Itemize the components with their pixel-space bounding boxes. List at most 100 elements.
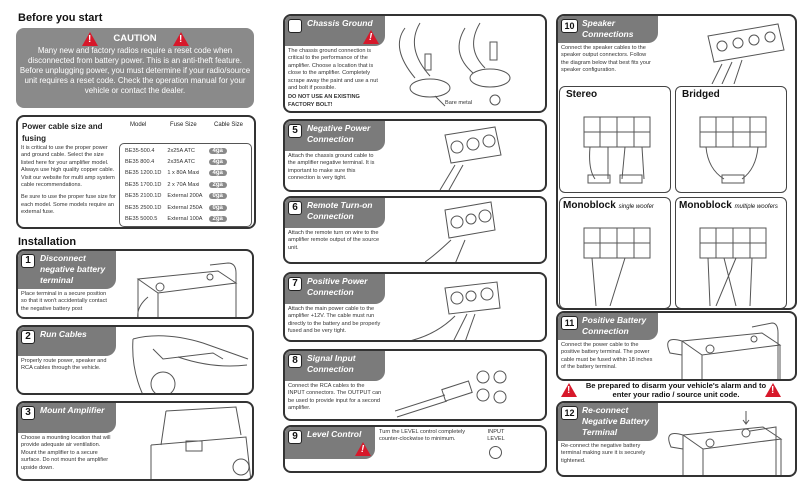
before-you-start-heading: Before you start [18, 12, 103, 24]
bridged-label: Bridged [682, 89, 720, 100]
step-6: 6 Remote Turn-on Connection Attach the re… [283, 196, 547, 264]
fuse: 2x35A ATC [167, 159, 195, 166]
step-title: Speaker Connections [582, 18, 634, 39]
terminal-block-illustration [439, 126, 502, 190]
step-title: Negative Power Connection [307, 123, 371, 144]
step-number: 11 [561, 316, 578, 330]
step-title: Run Cables [40, 329, 87, 339]
step-text: Connect the power cable to the positive … [561, 342, 653, 371]
step-10: 10 Speaker Connections Connect the speake… [556, 14, 797, 310]
speaker-terminal-illustration [707, 23, 785, 84]
warning-icon [82, 32, 98, 46]
gauge-badge: 4ga [208, 170, 227, 177]
terminal-block-illustration [425, 201, 496, 262]
step-column: 10 Speaker Connections Connect the speake… [558, 16, 658, 75]
multiple-woofers-label: multiple woofers [734, 204, 778, 210]
step-title: Remote Turn-on Connection [307, 200, 373, 221]
step-text: Attach the main power cable to the ampli… [288, 306, 381, 335]
step-title: Signal Input Connection [307, 353, 356, 374]
step-8: 8 Signal Input Connection Connect the RCA… [283, 349, 547, 421]
step-column: 11 Positive Battery Connection Connect th… [558, 313, 658, 372]
gauge-badge: 0ga [208, 204, 227, 211]
installation-heading: Installation [18, 236, 77, 248]
warning-icon [173, 32, 189, 46]
step-11: 11 Positive Battery Connection Connect th… [556, 311, 797, 381]
cable-text: It is critical to use the proper power a… [21, 145, 115, 189]
col-fuse: Fuse Size [170, 122, 197, 128]
ground-bolt-illustration [398, 22, 511, 107]
step-text: Connect the RCA cables to the INPUT conn… [288, 383, 382, 412]
single-woofer-label: single woofer [618, 204, 654, 210]
battery-illustration [136, 262, 238, 317]
col-cable: Cable Size [214, 122, 244, 128]
warning-icon [363, 30, 379, 44]
stereo-label: Stereo [566, 89, 598, 100]
step-number: 1 [21, 254, 35, 268]
step-text: Connect the speaker cables to the speake… [561, 45, 651, 74]
stereo-diagram: Stereo [559, 86, 671, 193]
step-number: 8 [288, 354, 302, 368]
monoblock-multiple-diagram: Monoblock multiple woofers [675, 197, 787, 308]
monoblock-single-diagram: Monoblock single woofer [559, 197, 671, 308]
fuse: External 200A [167, 193, 203, 200]
knob-label: INPUT LEVEL [487, 429, 505, 442]
stereo-wiring-icon [583, 116, 651, 184]
step-title: Level Control [307, 429, 362, 439]
model: BE35 2500.1D [125, 204, 162, 211]
step-text: Re-connect the negative battery terminal… [561, 443, 646, 464]
rca-illustration [395, 370, 507, 418]
battery-illustration [667, 322, 782, 379]
terminal-block-illustration [411, 281, 501, 340]
warning-icon [561, 383, 577, 397]
step-text: Properly route power, speaker and RCA ca… [21, 358, 107, 372]
step-4: Chassis Ground The chassis ground connec… [283, 14, 547, 113]
step-header: 2 Run Cables [18, 327, 116, 356]
step-title: Chassis Ground [307, 18, 373, 28]
cable-title: Power cable size and fusing [22, 122, 103, 143]
step-header: Chassis Ground [285, 16, 385, 46]
fuse: 2 x 70A Maxi [167, 181, 200, 188]
step-title: Positive Power Connection [307, 276, 368, 297]
step-text: Turn the LEVEL control completely counte… [379, 429, 466, 443]
bare-metal-label: Bare metal [445, 100, 473, 106]
monoblock-label: Monoblock [679, 200, 732, 211]
step-number: 6 [288, 201, 302, 215]
car-illustration [132, 335, 249, 393]
bridged-diagram: Bridged [675, 86, 787, 193]
step-title: Positive Battery Connection [582, 315, 647, 336]
monoblock-label: Monoblock [563, 200, 616, 211]
step-column: 6 Remote Turn-on Connection Attach the re… [285, 198, 385, 252]
step-column: Chassis Ground The chassis ground connec… [285, 16, 385, 109]
bridged-wiring-icon [699, 116, 767, 184]
step-number: 10 [561, 19, 578, 33]
monoblock-single-wiring-icon [583, 227, 651, 306]
trunk-illustration [150, 406, 252, 479]
step-number: 2 [21, 330, 35, 344]
step-text: Attach the remote turn on wire to the am… [288, 230, 380, 251]
cable-size-panel: Power cable size and fusing Model Fuse S… [16, 115, 256, 229]
model: BE35-500.4 [125, 147, 155, 154]
col-model: Model [130, 122, 147, 128]
step-text: The chassis ground connection is critica… [288, 48, 378, 92]
gauge-badge: 0ga [208, 193, 227, 200]
model: BE35 5000.5 [125, 216, 158, 223]
warning-icon [765, 383, 781, 397]
step-text: Attach the chassis ground cable to the a… [288, 153, 375, 182]
model: BE35 1200.1D [125, 170, 162, 177]
step-number: 12 [561, 406, 578, 420]
monoblock-multiple-wiring-icon [699, 227, 767, 306]
